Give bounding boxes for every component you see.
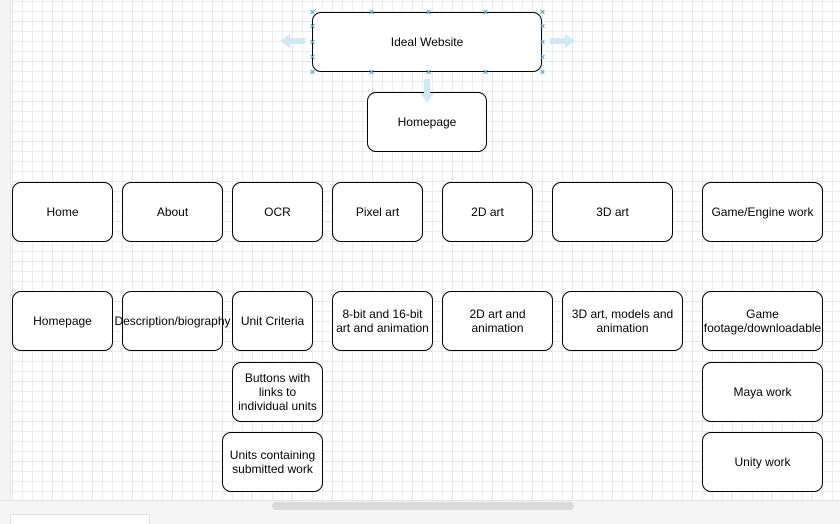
node-pixel-art-label: Pixel art [355, 205, 400, 219]
node-game-footage-label: Game footage/downloadable [703, 307, 822, 335]
node-3d-models[interactable]: 3D art, models and animation [562, 291, 683, 351]
node-3d-models-label: 3D art, models and animation [571, 307, 674, 335]
resize-handle-icon[interactable]: × [425, 7, 432, 17]
node-about[interactable]: About [122, 182, 223, 242]
resize-handle-icon[interactable]: × [539, 37, 546, 47]
node-buttons-links[interactable]: Buttons with links to individual units [232, 362, 323, 422]
node-about-label: About [156, 205, 189, 219]
node-description[interactable]: Description/biography [114, 291, 231, 351]
connect-arrow-right-icon[interactable] [549, 33, 575, 49]
node-homepage-sub[interactable]: Homepage [12, 291, 113, 351]
resize-handle-icon[interactable]: × [309, 67, 316, 77]
node-2d-art-label: 2D art [471, 205, 504, 219]
node-ideal-website-label: Ideal Website [390, 35, 464, 49]
node-3d-art-label: 3D art [596, 205, 629, 219]
resize-handle-icon[interactable]: × [482, 7, 489, 17]
node-unit-criteria[interactable]: Unit Criteria [232, 291, 313, 351]
resize-handle-icon[interactable]: × [539, 52, 546, 62]
resize-handle-icon[interactable]: × [309, 7, 316, 17]
page-tab[interactable] [10, 514, 150, 524]
node-unity[interactable]: Unity work [702, 432, 823, 492]
node-buttons-links-label: Buttons with links to individual units [238, 371, 317, 413]
node-units-work[interactable]: Units containing submitted work [222, 432, 323, 492]
node-game-engine-label: Game/Engine work [711, 205, 814, 219]
resize-handle-icon[interactable]: × [425, 67, 432, 77]
node-home[interactable]: Home [12, 182, 113, 242]
node-ideal-website[interactable]: Ideal Website [312, 12, 542, 72]
node-2d-art[interactable]: 2D art [442, 182, 533, 242]
resize-handle-icon[interactable]: × [309, 21, 316, 31]
connect-arrow-down-icon[interactable] [419, 79, 435, 103]
connect-arrow-left-icon[interactable] [280, 33, 306, 49]
node-2d-art-anim-label: 2D art and animation [469, 307, 526, 335]
node-ocr-label: OCR [264, 205, 291, 219]
resize-handle-icon[interactable]: × [368, 67, 375, 77]
node-unity-label: Unity work [734, 455, 791, 469]
node-home-label: Home [46, 205, 79, 219]
node-bit-art-label: 8-bit and 16-bit art and animation [336, 307, 429, 335]
node-ocr[interactable]: OCR [232, 182, 323, 242]
scrollbar-thumb[interactable] [272, 502, 574, 510]
resize-handle-icon[interactable]: × [539, 7, 546, 17]
node-units-work-label: Units containing submitted work [229, 448, 316, 476]
node-description-label: Description/biography [114, 314, 231, 328]
node-game-engine[interactable]: Game/Engine work [702, 182, 823, 242]
node-2d-art-anim[interactable]: 2D art and animation [442, 291, 553, 351]
resize-handle-icon[interactable]: × [539, 21, 546, 31]
node-homepage-sub-label: Homepage [33, 314, 92, 328]
node-unit-criteria-label: Unit Criteria [240, 314, 305, 328]
node-pixel-art[interactable]: Pixel art [332, 182, 423, 242]
node-3d-art[interactable]: 3D art [552, 182, 673, 242]
node-bit-art[interactable]: 8-bit and 16-bit art and animation [332, 291, 433, 351]
resize-handle-icon[interactable]: × [309, 52, 316, 62]
resize-handle-icon[interactable]: × [309, 37, 316, 47]
node-game-footage[interactable]: Game footage/downloadable [702, 291, 823, 351]
diagram-canvas[interactable] [0, 0, 840, 500]
node-homepage-label: Homepage [397, 115, 457, 129]
resize-handle-icon[interactable]: × [368, 7, 375, 17]
node-maya[interactable]: Maya work [702, 362, 823, 422]
resize-handle-icon[interactable]: × [482, 67, 489, 77]
left-ruler [0, 0, 11, 500]
node-maya-label: Maya work [733, 385, 792, 399]
resize-handle-icon[interactable]: × [539, 67, 546, 77]
